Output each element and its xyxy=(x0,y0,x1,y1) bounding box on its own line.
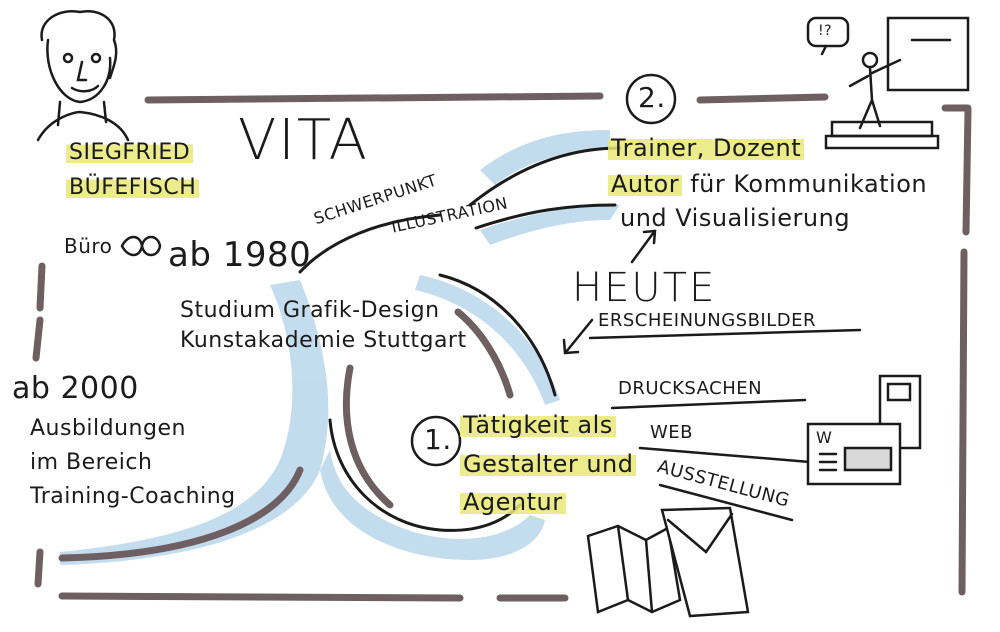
list-item-corporate-design: ERSCHEINUNGSBILDER xyxy=(598,310,816,331)
presenter-icon xyxy=(806,16,970,150)
trainer-line-2: Autor für Kommunikation xyxy=(608,170,927,198)
step-2-circle xyxy=(625,73,677,125)
step-1-circle xyxy=(410,415,462,467)
today-label: HEUTE xyxy=(572,265,717,311)
training-line-2: im Bereich xyxy=(30,450,153,475)
arrow-to-trainer xyxy=(630,229,657,264)
study-line-1: Studium Grafik-Design xyxy=(180,298,440,323)
speech-bubble-text: !? xyxy=(818,23,833,39)
study-line-2: Kunstakademie Stuttgart xyxy=(180,328,467,353)
list-item-web: WEB xyxy=(650,422,694,443)
frame-lines xyxy=(32,92,972,602)
arrow-to-activity xyxy=(562,318,594,355)
trainer-line-1: Trainer, Dozent xyxy=(608,134,805,162)
person-first-name: SIEGFRIED xyxy=(66,140,194,165)
training-line-3: Training-Coaching xyxy=(30,484,236,509)
infinity-icon xyxy=(120,235,162,257)
print-icons xyxy=(586,374,922,618)
step-2-number: 2. xyxy=(638,81,666,114)
office-label: Büro xyxy=(64,234,113,258)
swoosh-strokes xyxy=(298,146,622,532)
person-last-name: BÜFEFISCH xyxy=(66,175,200,200)
training-line-1: Ausbildungen xyxy=(30,416,186,441)
label-since-1980: ab 1980 xyxy=(168,235,312,275)
step-1-number: 1. xyxy=(424,423,452,456)
portrait-sketch xyxy=(36,9,130,142)
activity-line-3: Agentur xyxy=(460,488,566,516)
page-title: VITA xyxy=(238,108,369,173)
swoosh-fill xyxy=(60,130,620,565)
activity-line-2: Gestalter und xyxy=(460,450,637,478)
activity-line-1: Tätigkeit als xyxy=(460,411,616,439)
list-item-print: DRUCKSACHEN xyxy=(618,378,763,399)
web-icon-letter: W xyxy=(816,428,833,447)
label-since-2000: ab 2000 xyxy=(12,371,139,406)
trainer-line-3: und Visualisierung xyxy=(620,204,851,232)
